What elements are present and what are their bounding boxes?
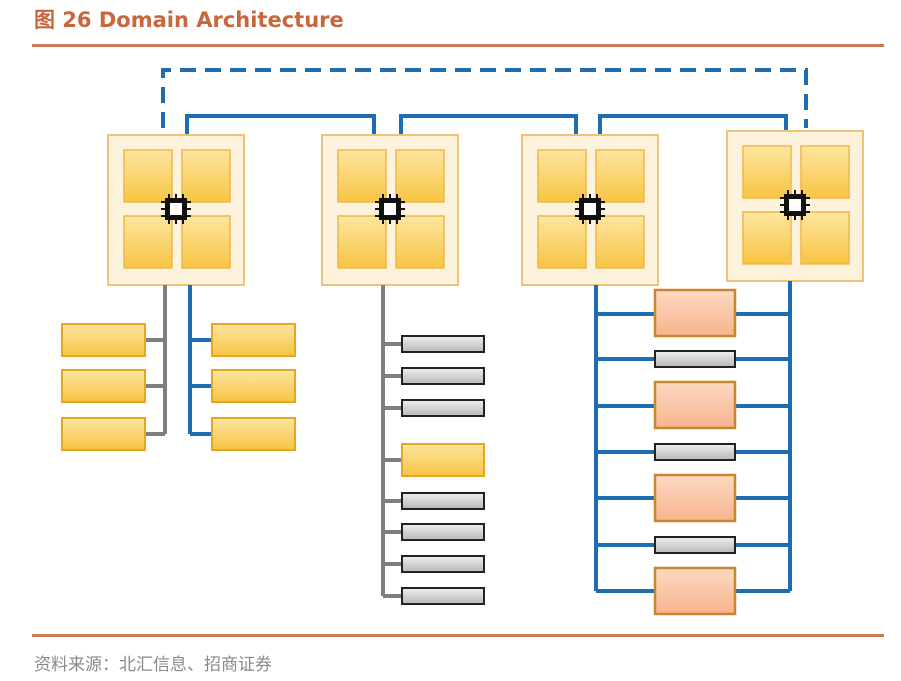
source-divider — [32, 634, 884, 637]
sensor-node — [401, 555, 485, 573]
sensor-node — [401, 399, 485, 417]
source-note: 资料来源：北汇信息、招商证券 — [34, 655, 272, 675]
title-divider — [32, 44, 884, 47]
ecu-node — [211, 369, 296, 403]
actuator-node — [653, 288, 737, 338]
ecu-node — [61, 323, 146, 357]
sensor-node — [401, 523, 485, 541]
domain-controller-1 — [107, 134, 245, 286]
domain-3-4-nodes — [653, 288, 737, 616]
ecu-node — [61, 369, 146, 403]
domain-2-nodes — [401, 335, 485, 605]
ecu-node — [211, 323, 296, 357]
sensor-node — [401, 367, 485, 385]
chip-icon — [160, 193, 192, 225]
domain-controller-3 — [521, 134, 659, 286]
figure-title: 图 26 Domain Architecture — [34, 8, 344, 32]
sensor-node — [401, 335, 485, 353]
domain-controller-4 — [726, 130, 864, 282]
sensor-node — [654, 443, 736, 461]
chip-icon — [574, 193, 606, 225]
ecu-node — [401, 443, 485, 477]
domain-1-ecus — [61, 323, 296, 451]
domain-1-blue-branch — [188, 285, 212, 436]
domain-2-gray-branch — [381, 285, 402, 598]
dashed-backbone — [161, 68, 808, 128]
actuator-node — [653, 473, 737, 523]
ecu-node — [61, 417, 146, 451]
chip-icon — [374, 193, 406, 225]
chip-icon — [779, 189, 811, 221]
sensor-node — [654, 350, 736, 368]
ecu-node — [211, 417, 296, 451]
actuator-node — [653, 380, 737, 430]
sensor-node — [401, 492, 485, 510]
sensor-node — [654, 536, 736, 554]
domain-3-4-blue-ladder — [594, 281, 792, 593]
domain-controller-2 — [321, 134, 459, 286]
actuator-node — [653, 566, 737, 616]
ethernet-backbone — [185, 114, 788, 134]
sensor-node — [401, 587, 485, 605]
domain-1-gray-branch — [145, 285, 167, 436]
